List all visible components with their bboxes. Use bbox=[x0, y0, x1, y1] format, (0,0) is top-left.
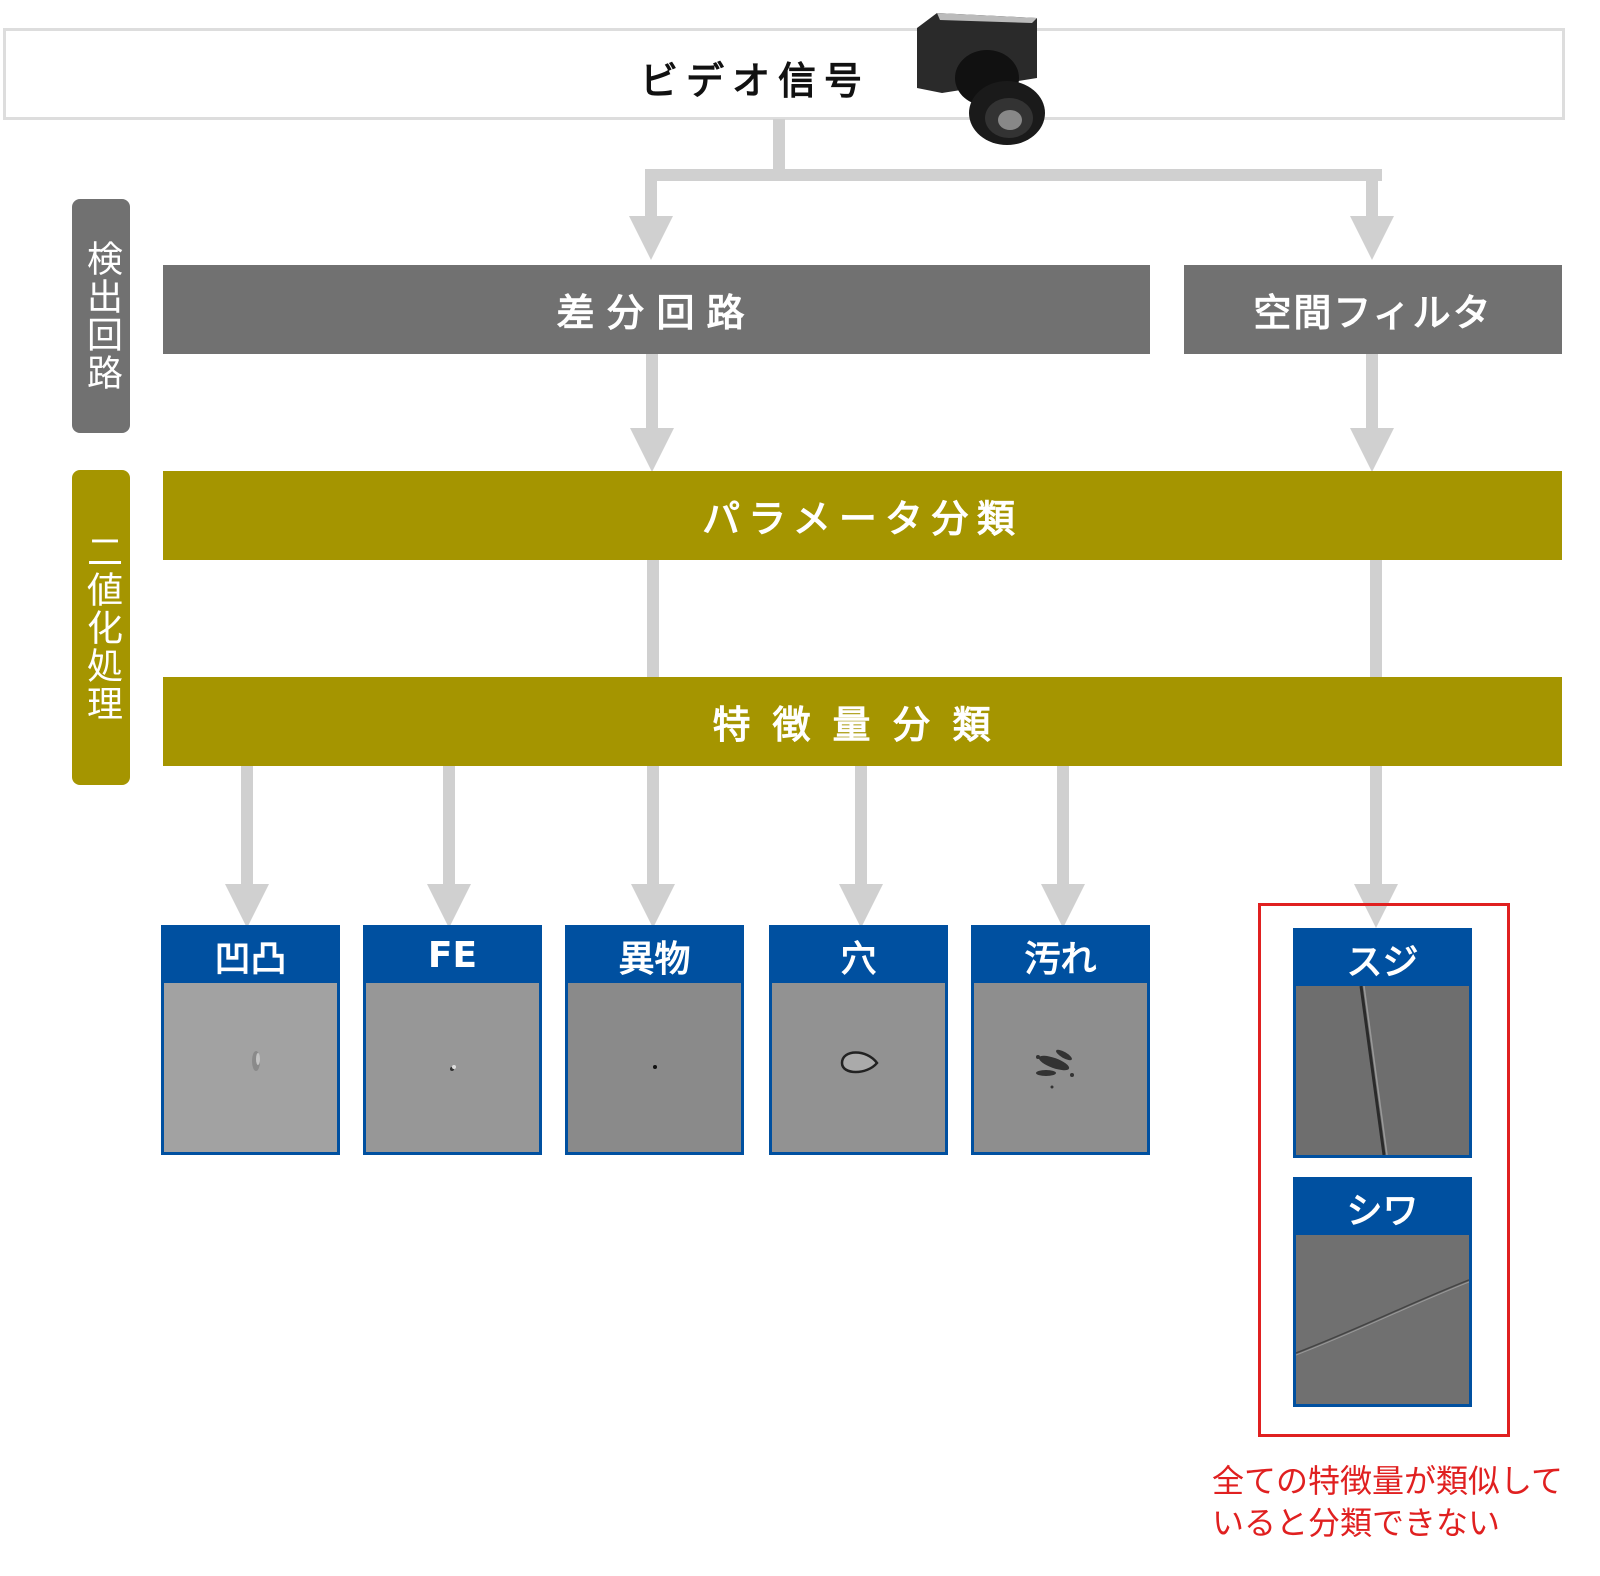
arrow-down-icon bbox=[629, 216, 673, 260]
defect-card-streak: スジ bbox=[1293, 928, 1472, 1158]
arrow-down-icon bbox=[1350, 428, 1394, 472]
feature-classification-bar: 特徴量分類 bbox=[163, 677, 1562, 766]
defect-label: 凹凸 bbox=[214, 938, 287, 980]
arrow-down-icon bbox=[1350, 216, 1394, 260]
defect-label: FE bbox=[427, 935, 478, 976]
connector bbox=[1366, 354, 1378, 434]
defect-label: 穴 bbox=[840, 938, 877, 980]
camera-icon bbox=[917, 13, 1045, 145]
video-signal-box bbox=[3, 28, 1565, 120]
defect-label: 汚れ bbox=[1024, 938, 1097, 980]
arrow-down-icon bbox=[631, 884, 675, 928]
note-line: いると分類できない bbox=[1212, 1504, 1501, 1542]
connector bbox=[647, 560, 659, 677]
stain-image bbox=[974, 983, 1147, 1152]
connector bbox=[646, 354, 658, 434]
defect-card-fe: FE bbox=[363, 925, 542, 1155]
unclassifiable-note: 全ての特徴量が類似して いると分類できない bbox=[1212, 1460, 1563, 1544]
video-signal-label: ビデオ信号 bbox=[639, 59, 870, 103]
defect-label: スジ bbox=[1346, 941, 1419, 983]
unclassifiable-group bbox=[1258, 903, 1510, 1437]
arrow-down-icon bbox=[839, 884, 883, 928]
streak-image bbox=[1296, 986, 1469, 1155]
parameter-classification-bar: パラメータ分類 bbox=[163, 471, 1562, 560]
foreign-particle-image bbox=[568, 983, 741, 1152]
fisheye-image bbox=[366, 983, 539, 1152]
spatial-filter-bar: 空間フィルタ bbox=[1184, 265, 1562, 354]
arrow-down-icon bbox=[427, 884, 471, 928]
difference-circuit-bar: 差分回路 bbox=[163, 265, 1150, 354]
wrinkle-image bbox=[1296, 1235, 1469, 1404]
defect-card-bump: 凹凸 bbox=[161, 925, 340, 1155]
defect-label: シワ bbox=[1346, 1190, 1419, 1232]
arrow-down-icon bbox=[1041, 884, 1085, 928]
connector bbox=[645, 169, 1382, 181]
connector bbox=[645, 169, 657, 219]
connector bbox=[773, 119, 785, 179]
note-line: 全ての特徴量が類似して bbox=[1212, 1462, 1564, 1500]
arrow-down-icon bbox=[630, 428, 674, 472]
binarization-label: 二値化処理 bbox=[72, 470, 130, 785]
hole-image bbox=[772, 983, 945, 1152]
detection-circuit-label: 検出回路 bbox=[72, 199, 130, 433]
arrow-down-icon bbox=[225, 884, 269, 928]
defect-card-stain: 汚れ bbox=[971, 925, 1150, 1155]
defect-card-wrinkle: シワ bbox=[1293, 1177, 1472, 1407]
defect-card-foreign-particle: 異物 bbox=[565, 925, 744, 1155]
connector bbox=[1370, 560, 1382, 677]
arrow-down-icon bbox=[1354, 884, 1398, 928]
bump-image bbox=[164, 983, 337, 1152]
defect-card-hole: 穴 bbox=[769, 925, 948, 1155]
defect-label: 異物 bbox=[618, 938, 691, 980]
connector bbox=[1366, 169, 1378, 219]
